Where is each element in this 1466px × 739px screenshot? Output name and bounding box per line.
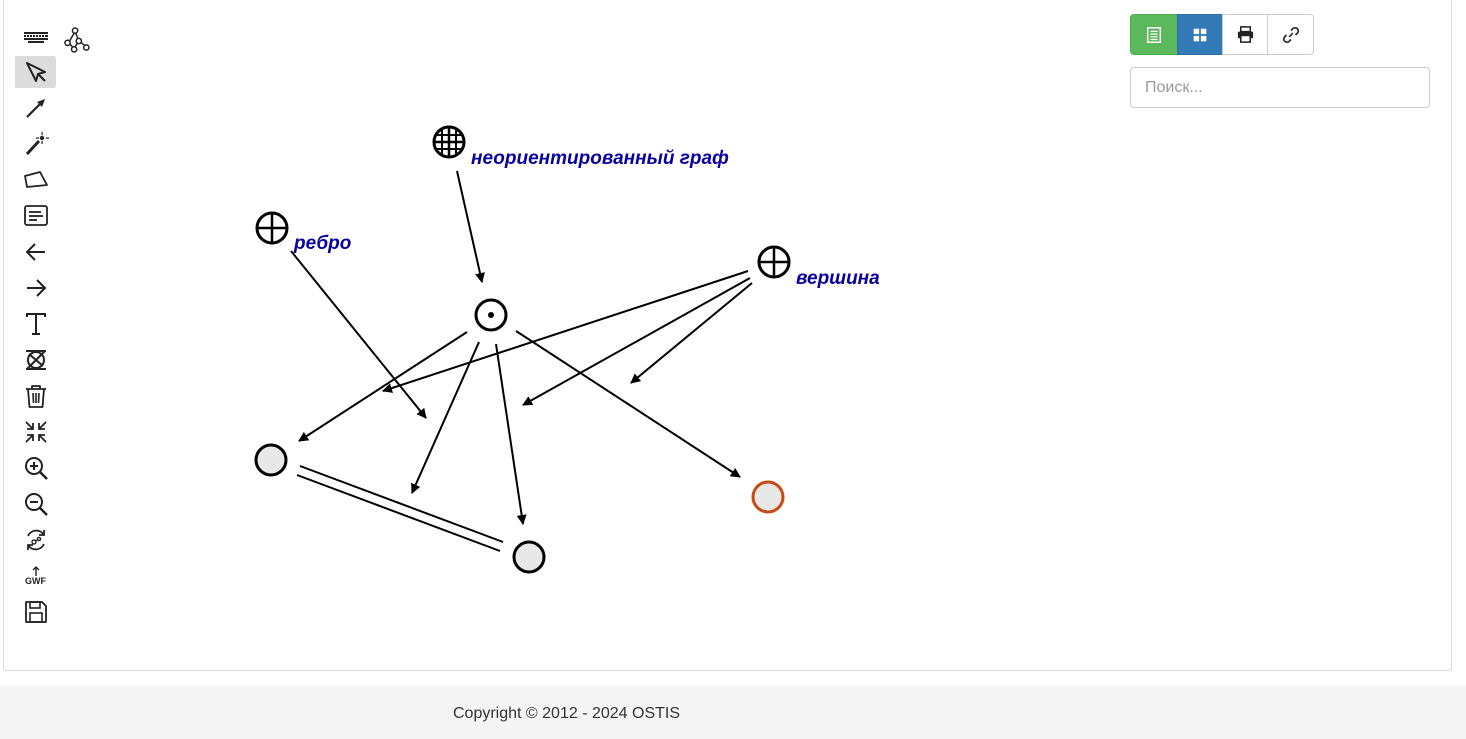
class-node-graph[interactable] bbox=[432, 125, 466, 159]
scg-editor-panel bbox=[3, 0, 1452, 671]
arc-edge-class[interactable] bbox=[290, 250, 427, 419]
contour-mode-button[interactable] bbox=[15, 164, 56, 196]
arc-center-2[interactable] bbox=[411, 341, 480, 494]
zoom-out-icon bbox=[24, 493, 48, 516]
link-mode-button[interactable] bbox=[15, 200, 56, 232]
floppy-disk-icon bbox=[24, 601, 47, 623]
zoom-out-button[interactable] bbox=[15, 488, 56, 520]
arc-center-4[interactable] bbox=[515, 330, 741, 478]
structure-node-center[interactable] bbox=[474, 298, 508, 332]
copyright-text: Copyright © 2012 - 2024 OSTIS bbox=[453, 705, 681, 722]
zoom-in-button[interactable] bbox=[15, 452, 56, 484]
arc-center-3[interactable] bbox=[495, 343, 527, 525]
vertex-node-1[interactable] bbox=[254, 443, 288, 477]
link-icon bbox=[1282, 26, 1299, 43]
text-t-icon bbox=[25, 313, 46, 335]
label-undirected-graph[interactable]: неориентированный граф bbox=[471, 148, 729, 169]
selected-node[interactable] bbox=[751, 480, 785, 514]
change-idtf-button[interactable] bbox=[15, 308, 56, 340]
vertex-node-2[interactable] bbox=[512, 540, 546, 574]
change-type-button[interactable] bbox=[15, 344, 56, 376]
footer: Copyright © 2012 - 2024 OSTIS bbox=[0, 686, 1466, 739]
print-button[interactable] bbox=[1222, 14, 1268, 55]
arc-graph-to-center[interactable] bbox=[456, 170, 485, 283]
refresh-icon bbox=[26, 529, 45, 551]
arc-vertex-2[interactable] bbox=[522, 277, 751, 406]
compress-icon bbox=[24, 421, 47, 443]
forward-button[interactable] bbox=[15, 272, 56, 304]
graph-canvas[interactable]: неориентированный граф ребро вершина bbox=[0, 0, 1466, 680]
arc-center-1[interactable] bbox=[298, 331, 468, 442]
save-button[interactable] bbox=[15, 596, 56, 628]
clear-button[interactable] bbox=[15, 416, 56, 448]
trash-icon bbox=[25, 385, 46, 408]
integrate-button[interactable] bbox=[15, 524, 56, 556]
arrow-right-icon bbox=[26, 279, 46, 297]
contour-icon bbox=[23, 171, 48, 188]
link-button[interactable] bbox=[1267, 14, 1314, 55]
gwf-label: GWF bbox=[25, 576, 46, 586]
class-node-edge[interactable] bbox=[255, 211, 289, 245]
view-button-group bbox=[1130, 14, 1314, 55]
label-edge[interactable]: ребро bbox=[293, 233, 351, 254]
text-block-icon bbox=[23, 205, 48, 226]
bus-mode-button[interactable] bbox=[15, 128, 56, 160]
keyboard-icon bbox=[23, 32, 48, 43]
print-icon bbox=[1237, 26, 1253, 43]
open-gwf-button[interactable]: GWF bbox=[15, 560, 56, 592]
arc-vertex-1[interactable] bbox=[382, 270, 749, 393]
search-input[interactable] bbox=[1130, 67, 1430, 108]
back-button[interactable] bbox=[15, 236, 56, 268]
magic-wand-icon bbox=[25, 132, 49, 156]
delete-button[interactable] bbox=[15, 380, 56, 412]
list-icon bbox=[1146, 26, 1162, 43]
arc-vertex-3[interactable] bbox=[630, 282, 753, 384]
undirected-edge[interactable] bbox=[296, 465, 504, 552]
arrow-left-icon bbox=[25, 243, 45, 261]
edge-arrow-icon bbox=[25, 99, 45, 118]
grid-icon bbox=[1193, 28, 1207, 41]
keyboard-button[interactable] bbox=[15, 20, 56, 52]
edge-mode-button[interactable] bbox=[15, 92, 56, 124]
zoom-in-icon bbox=[24, 457, 48, 480]
graph-nodes-icon[interactable] bbox=[60, 24, 92, 56]
label-vertex[interactable]: вершина bbox=[796, 268, 880, 289]
cursor-icon bbox=[25, 62, 46, 82]
gwf-upload-icon bbox=[32, 566, 39, 576]
type-change-icon bbox=[25, 350, 46, 370]
select-mode-button[interactable] bbox=[15, 56, 56, 88]
class-node-vertex[interactable] bbox=[757, 245, 791, 279]
